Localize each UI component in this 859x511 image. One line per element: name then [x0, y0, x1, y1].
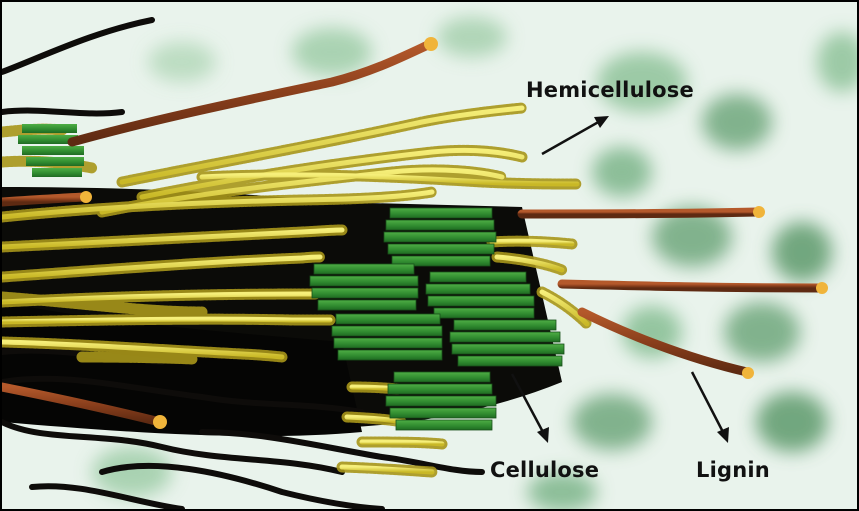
cellulose-microfibril [388, 384, 492, 394]
hemicellulose-strand-core [2, 319, 330, 322]
cellulose-microfibril [332, 326, 442, 336]
hemicellulose-strand-core [492, 241, 572, 244]
cellulose-microfibril [458, 356, 562, 366]
cellulose-label: Cellulose [490, 458, 599, 482]
cellulose-microfibril [396, 420, 492, 430]
cellulose-microfibril [336, 314, 440, 324]
lignin-label: Lignin [696, 458, 770, 482]
lignin-fiber-tip [153, 415, 167, 429]
hemicellulose-strand [82, 357, 192, 359]
cellulose-microfibril [428, 296, 534, 306]
bg-blob [756, 392, 828, 452]
bg-blob [724, 302, 800, 362]
bg-blob [772, 222, 832, 282]
cellulose-microfibril [450, 332, 560, 342]
lignin-fiber-tip [424, 37, 438, 51]
bg-blob [702, 94, 772, 150]
lignin-fiber [562, 284, 820, 288]
cellulose-microfibril [430, 272, 526, 282]
cellulose-microfibril [318, 300, 416, 310]
cellulose-microfibril [314, 264, 414, 274]
hemicellulose-strand-core [362, 442, 442, 444]
bg-blob [592, 147, 652, 197]
cellulose-microfibril [394, 372, 490, 382]
lignin-fiber [522, 212, 757, 214]
cellulose-microfibril [334, 338, 442, 348]
cellulose-microfibril [384, 232, 496, 242]
cellulose-microfibril [434, 308, 534, 318]
lignin-fiber-tip [80, 191, 92, 203]
lignin-fiber-tip [753, 206, 765, 218]
cellulose-microfibril [338, 350, 442, 360]
cellulose-microfibril [390, 208, 492, 218]
bg-blob [292, 28, 372, 76]
cellulose-microfibril [312, 288, 418, 298]
cellulose-microfibril [426, 284, 530, 294]
cellulose-microfibril [310, 276, 418, 286]
lignin-fiber [2, 197, 86, 202]
cellulose-microfibril [22, 146, 84, 155]
cellulose-microfibril [26, 157, 84, 166]
lignin-fiber-tip [742, 367, 754, 379]
cellulose-microfibril [390, 408, 496, 418]
bg-blob [572, 394, 652, 450]
cellulose-microfibril [22, 124, 77, 133]
cellulose-microfibril [454, 320, 556, 330]
cellulose-microfibril [452, 344, 564, 354]
lignin-fiber-tip [816, 282, 828, 294]
dark-strand [2, 111, 122, 114]
cellulose-microfibril [386, 220, 494, 230]
cellulose-microfibril [388, 244, 494, 254]
bg-blob [148, 42, 216, 82]
cellulose-microfibril [386, 396, 496, 406]
hemicellulose-label: Hemicellulose [526, 78, 694, 102]
cellulose-microfibril [32, 168, 82, 177]
bg-blob [437, 17, 507, 57]
